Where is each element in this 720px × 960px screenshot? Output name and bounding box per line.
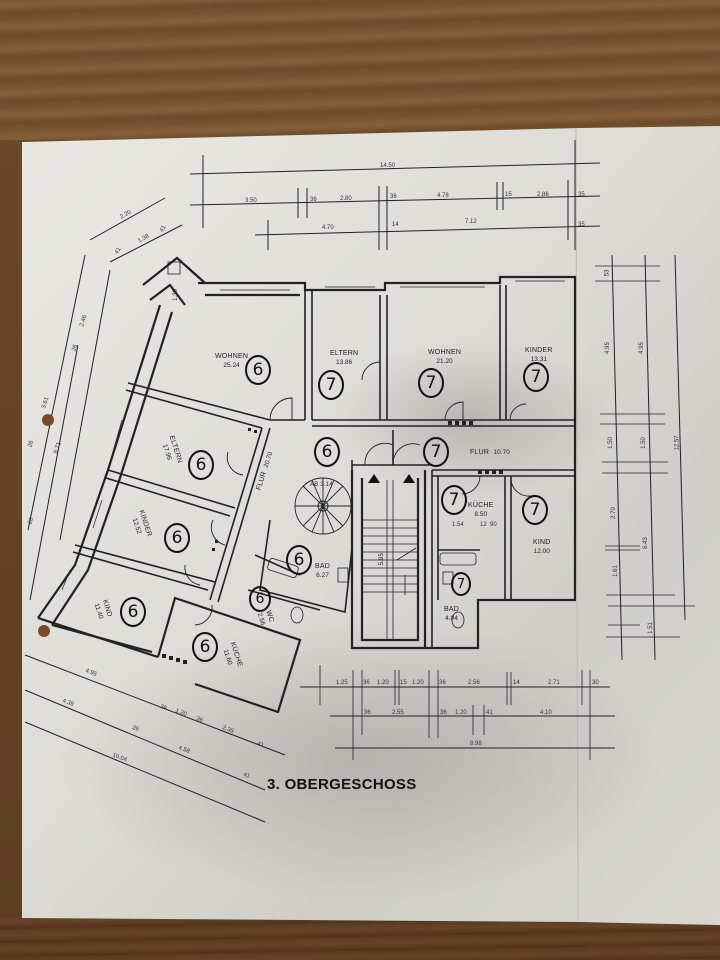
unit-marker: 7 — [522, 495, 548, 525]
dim-bottom-total: 8.98 — [470, 741, 482, 747]
dim-top: 35 — [578, 222, 585, 228]
unit-marker: 7 — [451, 572, 471, 596]
room-kind-east: KIND 12.00 — [533, 532, 551, 556]
room-area: 12.00 — [533, 547, 550, 555]
dim-bottom: 1.20 — [455, 710, 467, 716]
room-wohnen-north: WOHNEN 21.20 — [428, 342, 461, 366]
dim-bottom: 36 — [439, 680, 446, 686]
room-eltern-north: ELTERN 13.86 — [330, 343, 358, 367]
room-kueche-east: KÜCHE 8.50 — [468, 495, 494, 519]
dim-bottom: 30 — [592, 680, 599, 686]
room-flur-east: FLUR 10.70 — [470, 442, 510, 459]
dim-right: 53 — [604, 269, 611, 277]
dim-right: 1.50 — [607, 437, 614, 449]
dim-top: 14 — [392, 222, 399, 228]
room-name: KIND — [533, 539, 551, 546]
dim-top: 15 — [505, 192, 512, 198]
dim-bottom: 2.56 — [468, 680, 480, 686]
dim-bottom: 41 — [486, 710, 493, 716]
dim-right: 4.95 — [638, 342, 645, 354]
dim-right: 1.51 — [647, 622, 654, 634]
room-name: KINDER — [525, 347, 553, 354]
dim-bottom: 4.10 — [540, 710, 552, 716]
unit-marker: 6 — [164, 523, 190, 553]
room-name: WOHNEN — [215, 353, 249, 360]
dim-top-total: 14.50 — [380, 163, 396, 169]
dim-top: 36 — [310, 197, 317, 203]
unit-marker: 6 — [314, 437, 340, 467]
dim-top: 7.12 — [465, 219, 477, 225]
room-area: 6.27 — [316, 571, 329, 579]
dim-bottom: 36 — [364, 710, 371, 716]
unit-marker: 6 — [286, 545, 312, 575]
unit-marker: 6 — [120, 597, 146, 627]
stair-height-label: 5.95 — [379, 552, 386, 566]
room-area: 20.70 — [262, 451, 275, 469]
dim-bottom: 1.20 — [377, 680, 389, 686]
dim-top: 4.70 — [322, 225, 334, 231]
dim-right: 1.50 — [640, 437, 647, 449]
room-area: 25.24 — [223, 361, 240, 369]
dim-bottom: 1.20 — [412, 680, 424, 686]
spiral-stair-label: AB 3.14 — [310, 482, 333, 488]
dim-top: 2.86 — [537, 192, 549, 198]
unit-marker: 6 — [188, 450, 214, 480]
unit-marker: 7 — [418, 368, 444, 398]
dim-bottom: 36 — [440, 710, 447, 716]
unit-marker: 6 — [245, 355, 271, 385]
unit-marker: 7 — [441, 485, 467, 515]
dim-kitchen: 90 — [490, 522, 497, 528]
room-name: BAD — [444, 606, 459, 613]
dim-right: 6.43 — [642, 537, 649, 549]
room-name: WC — [264, 609, 275, 624]
dim-bottom: 36 — [363, 680, 370, 686]
room-bad-west: BAD 6.27 — [315, 556, 330, 580]
room-name: ELTERN — [330, 350, 359, 357]
unit-marker: 7 — [423, 437, 449, 467]
room-kinder-north: KINDER 13.31 — [525, 340, 553, 364]
dim-bottom: 14 — [513, 680, 520, 686]
dim-right: 2.70 — [610, 507, 617, 519]
dim-top: 4.78 — [437, 193, 449, 199]
unit-marker: 7 — [523, 362, 549, 392]
room-area: 13.31 — [530, 355, 547, 363]
dim-bottom: 2.71 — [548, 680, 560, 686]
room-name: BAD — [315, 563, 330, 570]
dim-top: 36 — [390, 194, 397, 200]
room-wohnen-west: WOHNEN 25.24 — [215, 346, 248, 370]
unit-marker: 6 — [249, 586, 271, 612]
wooden-table-top — [0, 0, 720, 140]
room-area: 4.04 — [445, 614, 458, 622]
dim-bottom: 15 — [400, 680, 407, 686]
room-area: 8.50 — [474, 510, 488, 518]
room-area: 13.86 — [336, 358, 353, 366]
dim-top: 35 — [578, 192, 585, 198]
room-name: KÜCHE — [468, 502, 494, 509]
room-area: 10.70 — [493, 449, 510, 456]
wooden-table-bottom — [0, 915, 720, 960]
unit-marker: 6 — [192, 632, 218, 662]
dim-bay: 1.30 — [172, 289, 179, 301]
dim-right-total: 12.57 — [674, 435, 681, 451]
dim-kitchen: 1.54 — [452, 522, 464, 528]
room-area: 21.20 — [436, 357, 453, 365]
dim-bottom: 2.55 — [392, 710, 404, 716]
dim-right: 1.61 — [612, 565, 619, 577]
room-name: WOHNEN — [428, 349, 462, 356]
floor-title: 3. OBERGESCHOSS — [267, 776, 417, 793]
room-name: FLUR — [470, 449, 490, 456]
dim-kitchen: 12 — [480, 522, 487, 528]
room-bad-east: BAD 4.04 — [444, 599, 459, 623]
unit-marker: 7 — [318, 370, 344, 400]
punch-hole-lower — [38, 625, 50, 637]
dim-top: 3.50 — [245, 198, 257, 204]
dim-right: 4.95 — [604, 342, 611, 354]
dim-top: 2.80 — [340, 196, 352, 202]
dim-bottom: 1.25 — [336, 680, 348, 686]
punch-hole-upper — [42, 414, 54, 426]
